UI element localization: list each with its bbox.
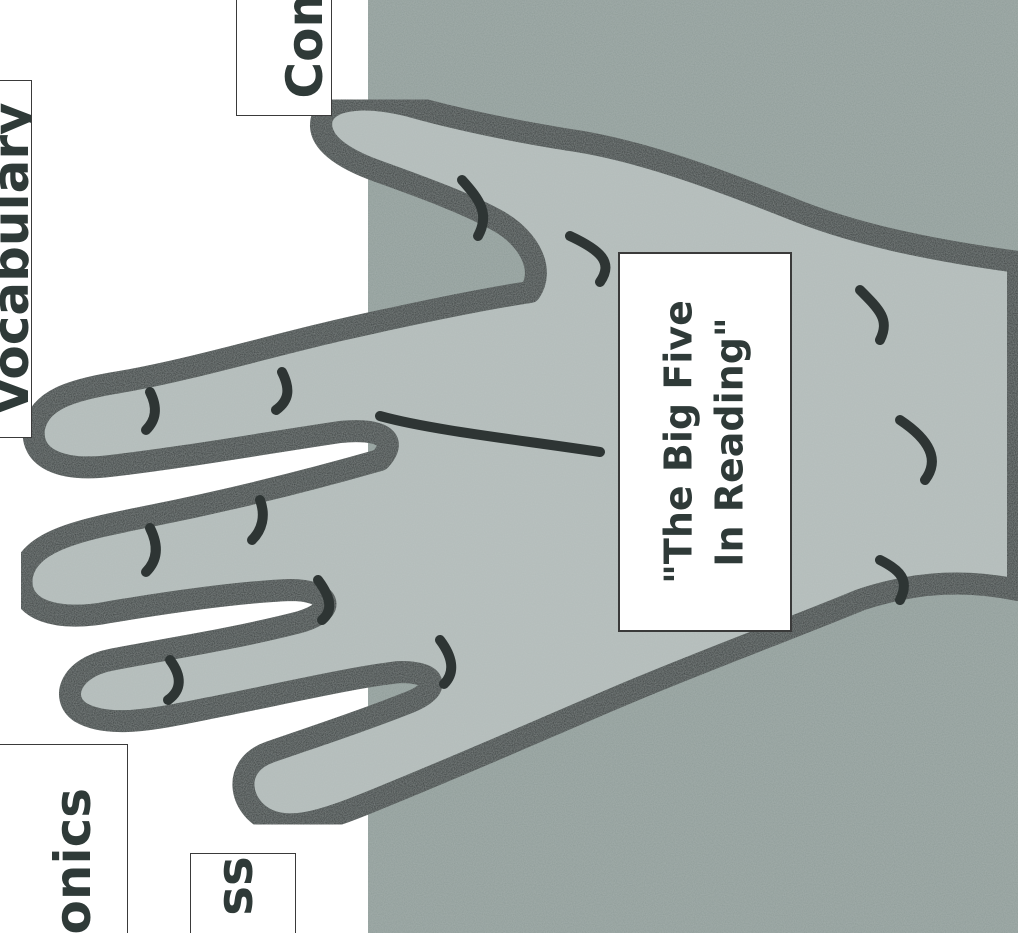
label-comprehension: Com [236, 0, 332, 116]
label-vocabulary-text: Vocabulary [0, 102, 32, 416]
center-title: "The Big Five In Reading" [654, 272, 757, 612]
label-comprehension-text: Com [276, 0, 332, 99]
label-fluency: ss [190, 853, 296, 933]
label-phonics: honics [0, 744, 128, 933]
center-title-line-2: In Reading" [708, 317, 752, 567]
label-phonics-text: honics [44, 787, 102, 933]
hand-creases [141, 175, 937, 705]
label-fluency-text: ss [206, 856, 264, 916]
center-title-card: "The Big Five In Reading" [618, 252, 792, 632]
center-title-line-1: "The Big Five [656, 300, 701, 584]
label-vocabulary: Vocabulary [0, 80, 32, 438]
